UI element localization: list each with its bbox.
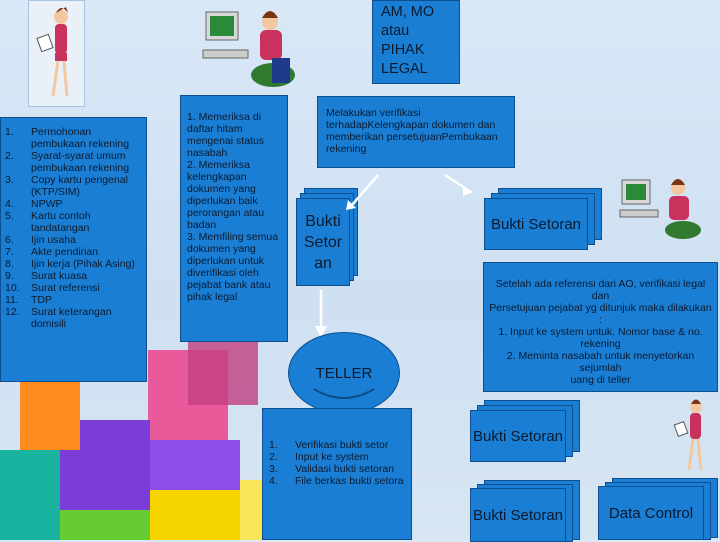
- teller-task-item-text: Verifikasi bukti setor: [295, 439, 388, 451]
- data-control-label: Data Control: [598, 486, 704, 540]
- teller-task-item: 1. Verifikasi bukti setor: [269, 439, 407, 451]
- teller-node: TELLER: [288, 332, 400, 414]
- bukti-setoran-bottom2-label: Bukti Setoran: [470, 488, 566, 542]
- teller-task-item-number: 3.: [269, 463, 278, 475]
- smiley-face-icon: [309, 385, 379, 405]
- teller-task-item-number: 1.: [269, 439, 278, 451]
- teller-task-item-number: 2.: [269, 451, 278, 463]
- teller-task-item-number: 4.: [269, 475, 278, 487]
- teller-task-item: 4. File berkas bukti setora: [269, 475, 407, 487]
- teller-task-item: 2. Input ke system: [269, 451, 407, 463]
- bukti-setoran-bottom2-doc: Bukti Setoran: [470, 480, 580, 540]
- teller-task-item-text: Input ke system: [295, 451, 369, 463]
- white-arrow-icon: [352, 175, 378, 205]
- teller-tasks-list: 1. Verifikasi bukti setor 2. Input ke syste…: [269, 439, 407, 487]
- bukti-setoran-bottom1-doc: Bukti Setoran: [470, 400, 580, 462]
- data-control-doc: Data Control: [598, 478, 718, 540]
- bukti-setoran-bottom1-label: Bukti Setoran: [470, 410, 566, 462]
- teller-label: TELLER: [289, 365, 399, 382]
- teller-task-item: 3. Validasi bukti setoran: [269, 463, 407, 475]
- teller-tasks-box: 1. Verifikasi bukti setor 2. Input ke syste…: [262, 408, 412, 540]
- teller-task-item-text: Validasi bukti setoran: [295, 463, 394, 475]
- teller-task-item-text: File berkas bukti setora: [295, 475, 404, 487]
